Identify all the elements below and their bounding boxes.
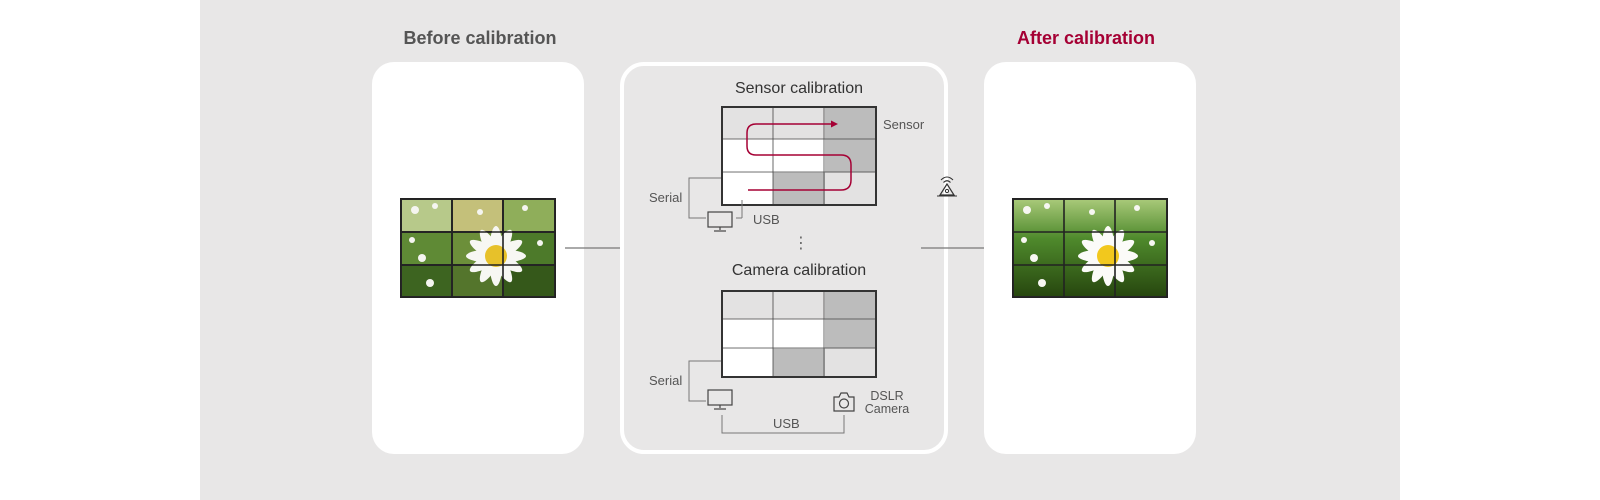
dslr-camera-label: DSLR Camera <box>864 389 910 416</box>
sensor-serial-label: Serial <box>649 190 683 205</box>
grid-cell <box>773 319 825 349</box>
grid-cell <box>825 348 877 378</box>
diagram-stage: Before calibration <box>200 0 1400 500</box>
sensor-usb-label: USB <box>753 212 780 227</box>
camera-connections <box>688 360 845 434</box>
sensor-connections <box>688 177 743 219</box>
sensor-grid <box>721 106 877 206</box>
grid-cell <box>721 319 773 349</box>
grid-cell <box>773 290 825 320</box>
grid-cell <box>773 348 825 378</box>
grid-cell <box>721 290 773 320</box>
sensor-label: Sensor <box>883 117 925 132</box>
before-tiles <box>402 200 554 296</box>
sensor-calibration-title: Sensor calibration <box>734 80 864 97</box>
before-video-wall <box>400 198 556 299</box>
grid-cell <box>773 106 825 140</box>
after-title: After calibration <box>1016 28 1156 48</box>
sensor-icon <box>937 176 957 197</box>
camera-grid <box>721 290 877 378</box>
grid-cell <box>721 348 773 378</box>
grid-cell <box>825 319 877 349</box>
ellipsis: ⋮ <box>793 235 809 252</box>
camera-icon <box>833 392 855 412</box>
before-title: Before calibration <box>403 28 557 48</box>
camera-usb-label: USB <box>773 416 800 431</box>
camera-calibration-title: Camera calibration <box>731 262 867 279</box>
daisy-flower <box>1078 226 1138 286</box>
monitor-icon <box>707 211 733 232</box>
daisy-flower <box>466 226 526 286</box>
monitor-icon <box>707 389 733 410</box>
camera-serial-label: Serial <box>649 373 683 388</box>
calibration-path <box>746 123 852 191</box>
after-video-wall <box>1012 198 1168 299</box>
grid-cell <box>825 290 877 320</box>
grid-cell <box>773 139 825 173</box>
